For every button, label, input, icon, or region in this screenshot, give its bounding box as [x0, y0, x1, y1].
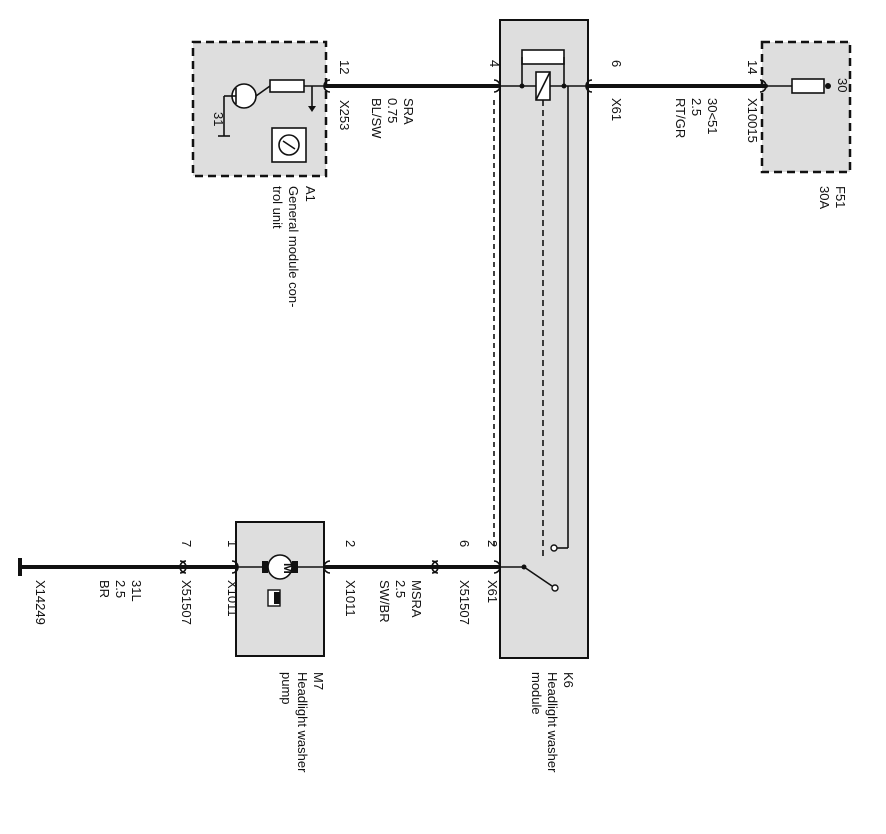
k6-connector-bottom: X61 — [485, 580, 500, 603]
m7-pin-right: 2 — [343, 540, 358, 547]
k6-name-line2: module — [529, 672, 544, 715]
m7-id-label: M7 — [311, 672, 326, 690]
m7-name-line1: Headlight washer — [295, 672, 310, 773]
fuse-icon — [766, 78, 831, 94]
m7-connector-left: X1011 — [225, 580, 240, 617]
motor-icon — [236, 554, 326, 607]
m7-pump-box — [235, 521, 325, 657]
m7-connector-right: X1011 — [343, 580, 358, 617]
x51507b-name-label: X51507 — [179, 580, 194, 625]
a1-name-line1: General module con- — [286, 186, 301, 307]
ground-color-label: BR — [97, 580, 112, 598]
k6-switch-icon — [498, 564, 559, 592]
m7-pin-left: 1 — [225, 540, 240, 547]
msra-size-label: 2.5 — [393, 580, 408, 598]
a1-ground-label: 31 — [211, 112, 226, 126]
f51-rating-label: 30A — [817, 186, 832, 209]
ground-size-label: 2.5 — [113, 580, 128, 598]
f51-id-label: F51 — [833, 186, 848, 208]
msra-color-label: SW/BR — [377, 580, 392, 623]
f51-connector-label: X10015 — [745, 98, 760, 143]
supply-size-label: 2.5 — [689, 98, 704, 116]
x51507a-name-label: X51507 — [457, 580, 472, 625]
m7-motor-letter: M — [281, 563, 296, 574]
a1-ecu-symbol-icon — [271, 127, 307, 163]
f51-pin-label: 14 — [745, 60, 760, 74]
supply-signal-label: 30<51 — [705, 98, 720, 135]
k6-pin-top-right: 6 — [609, 60, 624, 67]
f51-terminal-label: 30 — [835, 78, 850, 92]
a1-transistor-icon — [218, 83, 271, 137]
f51-fuse-box — [760, 40, 852, 174]
ground-signal-label: 31L — [129, 580, 144, 602]
ground-point-label: X14249 — [33, 580, 48, 625]
a1-id-label: A1 — [303, 186, 318, 202]
k6-pin-bottom: 2 — [485, 540, 500, 547]
sra-color-label: BL/SW — [369, 98, 384, 139]
msra-signal-label: MSRA — [409, 580, 424, 618]
m7-name-line2: pump — [279, 672, 294, 705]
k6-connector-top: X61 — [609, 98, 624, 121]
a1-module-box — [191, 40, 328, 178]
a1-connector-label: X253 — [337, 100, 352, 130]
sra-size-label: 0.75 — [385, 98, 400, 123]
a1-name-line2: trol unit — [270, 186, 285, 229]
k6-name-line1: Headlight washer — [545, 672, 560, 773]
a1-pin-label: 12 — [337, 60, 352, 74]
sra-signal-label: SRA — [401, 98, 416, 125]
k6-id-label: K6 — [561, 672, 576, 688]
k6-pin-top-left: 4 — [487, 60, 502, 67]
supply-color-label: RT/GR — [673, 98, 688, 138]
x51507b-pin-label: 7 — [179, 540, 194, 547]
k6-relay-icon — [496, 49, 590, 560]
x51507a-pin-label: 6 — [457, 540, 472, 547]
a1-resistor-icon — [269, 79, 326, 112]
k6-module-box — [499, 19, 589, 659]
